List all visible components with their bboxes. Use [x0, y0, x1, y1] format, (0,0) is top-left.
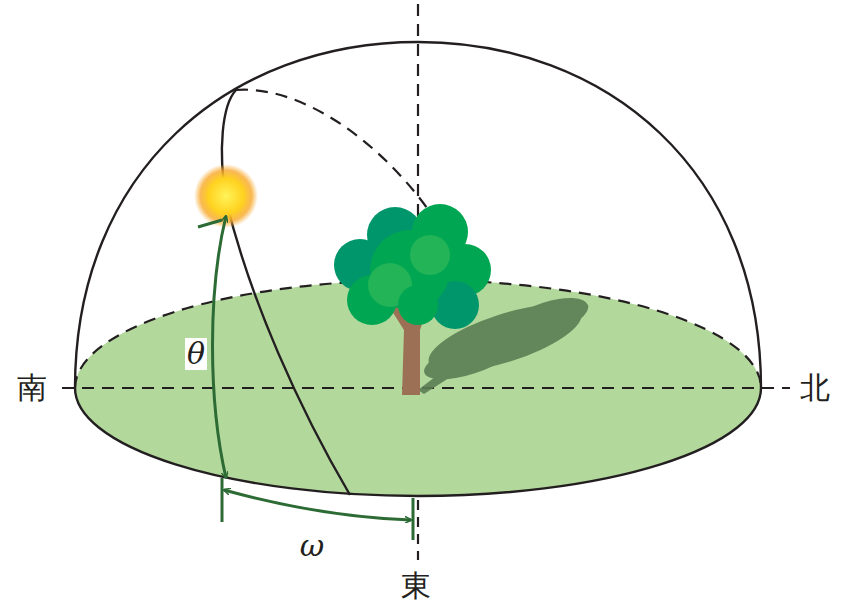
sun-path-hidden	[236, 90, 432, 215]
sun-path	[226, 200, 350, 495]
angle-symbol: θ	[185, 338, 207, 370]
angle-symbol: ω	[298, 530, 326, 562]
ground-disc	[75, 280, 761, 496]
azimuth-arrow	[224, 490, 411, 520]
direction-label: 北	[798, 372, 832, 404]
tick	[412, 498, 415, 540]
altitude-arrow	[213, 216, 227, 478]
tick	[198, 220, 222, 227]
direction-label: 南	[15, 372, 49, 404]
direction-label: 東	[399, 570, 433, 602]
east-axis	[417, 500, 419, 560]
tree-canopy	[334, 204, 491, 329]
tick	[221, 478, 224, 522]
ground-front-edge	[75, 388, 761, 496]
